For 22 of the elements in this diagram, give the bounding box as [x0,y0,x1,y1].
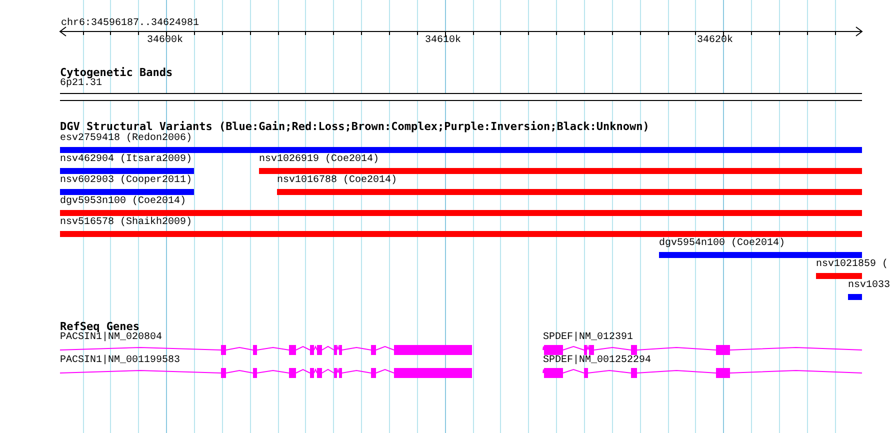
coordinate-label: chr6:34596187..34624981 [61,18,200,30]
variant-label: nsv1033 [848,280,890,292]
variant-label: nsv516578 (Shaikh2009) [60,217,194,229]
gene-label: SPDEF|NM_001252294 [543,355,652,367]
variant-label: nsv1026919 (Coe2014) [259,154,380,166]
tick-label: 34610k [425,35,462,47]
variant-label: dgv5954n100 (Coe2014) [659,238,786,250]
track-title: Cytogenetic Bands [60,67,173,79]
variant-label: nsv1016788 (Coe2014) [277,175,398,187]
gene-label: PACSIN1|NM_001199583 [60,355,182,367]
tick-label: 34600k [147,35,184,47]
track-title: DGV Structural Variants (Blue:Gain;Red:Loss;Brown:Complex;Purple:Inversion;Black:Unknown) [60,121,650,133]
variant-label: nsv462904 (Itsara2009) [60,154,194,166]
variant-label: dgv5953n100 (Coe2014) [60,196,188,208]
variant-label: esv2759418 (Redon2006) [60,133,194,145]
variant-label: nsv1021859 ( [816,259,888,271]
tick-label: 34620k [697,35,734,47]
track-title: RefSeq Genes [60,321,140,333]
variant-label: nsv602903 (Cooper2011) [60,175,194,187]
gene-label: SPDEF|NM_012391 [543,332,634,344]
band-label: 6p21.31 [60,78,102,90]
gene-label: PACSIN1|NM_020804 [60,332,164,344]
